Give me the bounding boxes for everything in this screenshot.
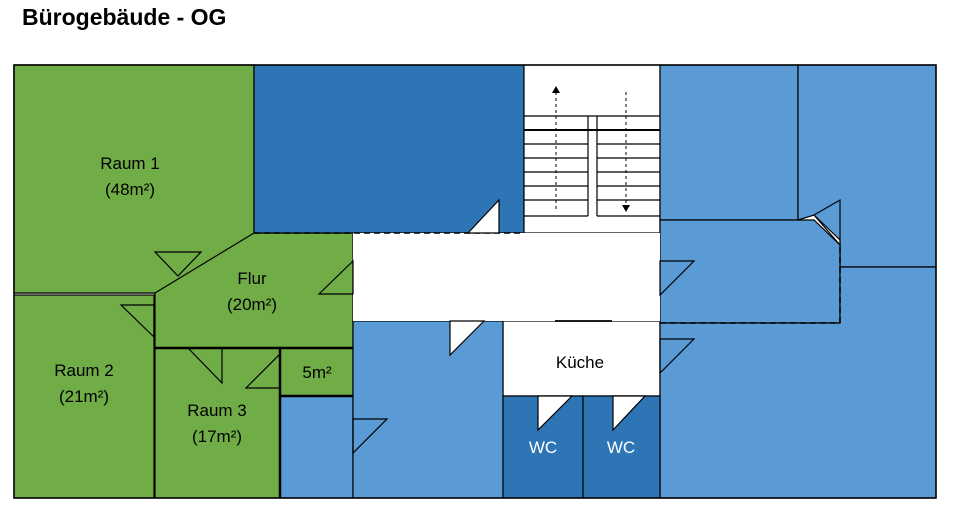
wc-2-label: WC	[607, 438, 635, 457]
door-icon	[244, 352, 281, 389]
door-icon	[449, 320, 486, 357]
kueche-label: Küche	[556, 353, 604, 372]
door-icon	[659, 338, 696, 375]
raum-3-label: Raum 3	[187, 401, 247, 420]
small-room-area: 5m²	[302, 363, 332, 382]
raum-3-area: (17m²)	[192, 427, 242, 446]
door-icon	[466, 198, 500, 234]
arrow-down-icon	[622, 205, 630, 212]
room-raum-3[interactable]	[154, 347, 281, 499]
door-icon	[352, 418, 389, 455]
room-blue-center[interactable]	[352, 320, 504, 499]
door-icon	[813, 198, 841, 247]
dashed-wall-right	[660, 245, 841, 324]
corridor	[353, 233, 660, 321]
raum-2-label: Raum 2	[54, 361, 114, 380]
door-icon	[153, 251, 203, 277]
flur-area: (20m²)	[227, 295, 277, 314]
room-dark-blue-top[interactable]	[253, 64, 525, 234]
room-blue-small[interactable]	[279, 395, 354, 499]
page-title: Bürogebäude - OG	[22, 4, 227, 30]
door-icon	[119, 304, 155, 339]
room-blue-right-mid[interactable]	[659, 219, 841, 324]
door-icon	[537, 395, 574, 432]
wc-1-label: WC	[529, 438, 557, 457]
raum-1-label: Raum 1	[100, 154, 160, 173]
stair-hall	[523, 64, 661, 234]
room-blue-right-top-a[interactable]	[659, 64, 799, 221]
door-icon	[186, 347, 223, 385]
door-icon	[612, 395, 647, 432]
flur-label: Flur	[237, 269, 267, 288]
door-icon	[317, 259, 354, 295]
raum-2-area: (21m²)	[59, 387, 109, 406]
raum-1-area: (48m²)	[105, 180, 155, 199]
arrow-up-icon	[552, 86, 560, 93]
door-icon	[659, 260, 696, 297]
